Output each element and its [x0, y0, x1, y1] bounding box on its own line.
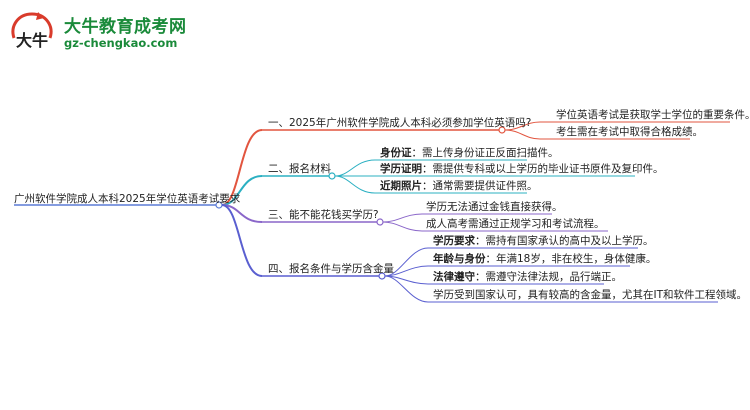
leaf-2-3-text: ：通常需要提供证件照。 — [422, 180, 538, 192]
leaf-4-2-key: 年龄与身份 — [433, 253, 486, 265]
leaf-1-2: 考生需在考试中取得合格成绩。 — [556, 126, 703, 138]
leaf-4-2: 年龄与身份：年满18岁，非在校生，身体健康。 — [433, 252, 656, 266]
leaf-4-4: 学历受到国家认可，具有较高的含金量，尤其在IT和软件工程领域。 — [433, 289, 748, 301]
logo-mark-text: 大牛 — [16, 31, 48, 50]
leaf-4-2-text: ：年满18岁，非在校生，身体健康。 — [485, 253, 657, 265]
leaf-2-1-key: 身份证 — [380, 147, 412, 159]
leaf-2-2-text: ：需提供专科或以上学历的毕业证书原件及复印件。 — [422, 163, 664, 175]
leaf-4-1-key: 学历要求 — [433, 235, 475, 247]
brand-name: 大牛教育成考网 — [64, 17, 187, 37]
site-logo[interactable]: 大牛 大牛教育成考网 gz-chengkao.com — [8, 8, 218, 56]
leaf-2-2-key: 学历证明 — [380, 163, 422, 175]
branch-3-label: 三、能不能花钱买学历? — [268, 209, 379, 221]
leaf-3-2: 成人高考需通过正规学习和考试流程。 — [426, 218, 605, 230]
leaf-4-3-key: 法律遵守 — [433, 271, 475, 283]
mindmap-root: 广州软件学院成人本科2025年学位英语考试要求 — [14, 193, 241, 205]
leaf-1-1: 学位英语考试是获取学士学位的重要条件。 — [556, 109, 750, 121]
leaf-3-1: 学历无法通过金钱直接获得。 — [426, 201, 563, 213]
branch-1-label: 一、2025年广州软件学院成人本科必须参加学位英语吗? — [268, 117, 532, 129]
logo-mark-icon: 大牛 — [11, 12, 53, 50]
leaf-2-3-key: 近期照片 — [380, 180, 422, 192]
brand-url: gz-chengkao.com — [64, 36, 178, 50]
leaf-4-3: 法律遵守：需遵守法律法规，品行端正。 — [433, 270, 622, 284]
edge-branch-4 — [221, 204, 263, 277]
leaf-4-1: 学历要求：需持有国家承认的高中及以上学历。 — [433, 234, 654, 248]
leaf-2-1: 身份证：需上传身份证正反面扫描件。 — [380, 146, 559, 160]
branch-4-label: 四、报名条件与学历含金量 — [268, 263, 394, 275]
leaf-4-1-text: ：需持有国家承认的高中及以上学历。 — [475, 235, 654, 247]
branch-2-label: 二、报名材料 — [268, 163, 331, 175]
leaf-2-3: 近期照片：通常需要提供证件照。 — [380, 179, 538, 193]
leaf-4-3-text: ：需遵守法律法规，品行端正。 — [475, 271, 622, 283]
edge-branch-1 — [221, 129, 263, 206]
leaf-2-1-text: ：需上传身份证正反面扫描件。 — [411, 147, 559, 159]
leaf-2-2: 学历证明：需提供专科或以上学历的毕业证书原件及复印件。 — [380, 162, 664, 176]
edge-branch-2 — [221, 175, 263, 206]
